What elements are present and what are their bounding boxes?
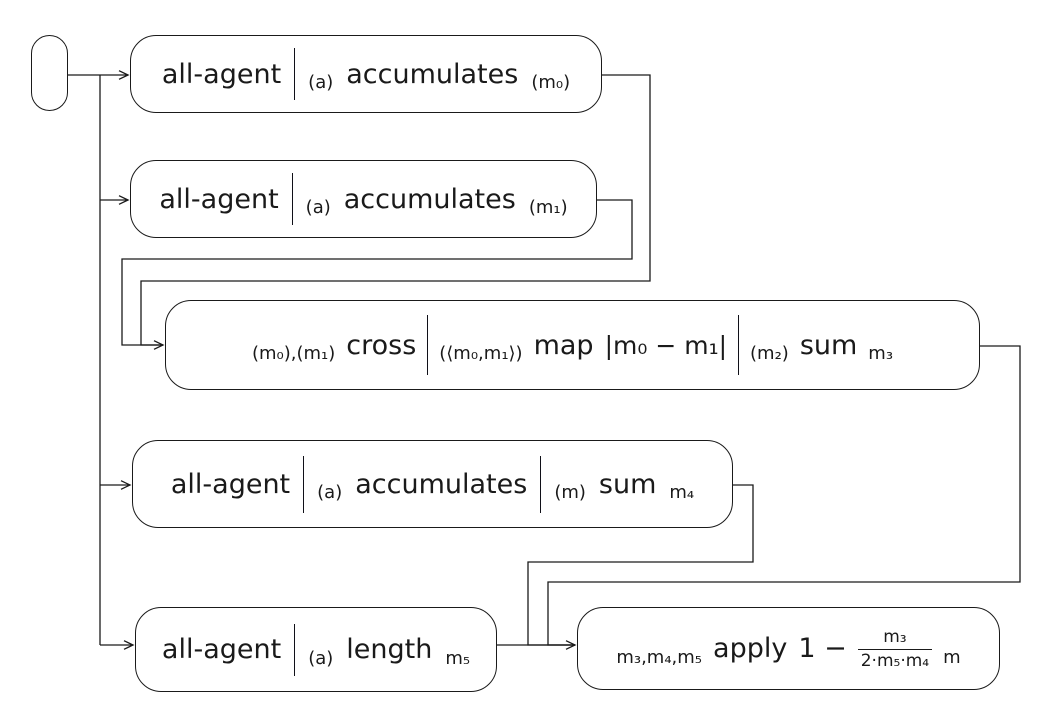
keyword-accumulates: accumulates bbox=[346, 58, 519, 90]
port-annotation: (a) bbox=[308, 647, 334, 669]
separator-bar bbox=[294, 48, 296, 100]
node-all-agent-accumulates-m1: all-agent (a) accumulates (m₁) bbox=[130, 160, 597, 238]
keyword-all-agent: all-agent bbox=[161, 634, 282, 665]
port-annotation: (m₁) bbox=[528, 197, 568, 218]
node-all-agent-length-m5: all-agent (a) length m₅ bbox=[135, 607, 497, 692]
separator-bar bbox=[427, 315, 429, 375]
keyword-map: map bbox=[533, 329, 594, 361]
separator-bar bbox=[303, 455, 305, 513]
edge-box5-to-box6 bbox=[497, 640, 577, 650]
keyword-all-agent: all-agent bbox=[161, 58, 282, 90]
keyword-accumulates: accumulates bbox=[355, 468, 528, 500]
keyword-sum: sum bbox=[598, 468, 657, 500]
port-annotation: m bbox=[943, 646, 961, 668]
port-annotation: (m₂) bbox=[750, 343, 789, 364]
formula-fraction: m₃ 2·m₅·m₄ bbox=[857, 627, 933, 672]
separator-bar bbox=[291, 173, 293, 225]
fraction-numerator: m₃ bbox=[883, 627, 907, 648]
edge-start-to-box2 bbox=[100, 195, 130, 205]
port-annotation: (m) bbox=[554, 482, 586, 503]
separator-bar bbox=[540, 455, 542, 513]
keyword-apply: apply bbox=[713, 633, 788, 664]
port-annotation: (⟨m₀,m₁⟩) bbox=[439, 343, 523, 364]
port-annotation: (m₀),(m₁) bbox=[251, 343, 336, 364]
start-node bbox=[31, 35, 68, 111]
keyword-length: length bbox=[346, 634, 433, 665]
port-annotation: (a) bbox=[305, 197, 331, 218]
edge-box2-to-box3 bbox=[121, 199, 633, 350]
keyword-sum: sum bbox=[799, 329, 858, 361]
keyword-all-agent: all-agent bbox=[170, 468, 291, 500]
port-annotation: m₃ bbox=[868, 343, 894, 364]
keyword-all-agent: all-agent bbox=[159, 183, 279, 215]
formula-prefix: 1 − bbox=[798, 633, 847, 664]
keyword-cross: cross bbox=[346, 329, 417, 361]
keyword-accumulates: accumulates bbox=[343, 183, 516, 215]
port-annotation: (a) bbox=[308, 72, 334, 93]
node-all-agent-accumulates-m0: all-agent (a) accumulates (m₀) bbox=[130, 35, 602, 113]
map-expression: |m₀ − m₁| bbox=[604, 330, 728, 360]
port-annotation: m₅ bbox=[445, 647, 471, 669]
node-cross-map-sum-m3: (m₀),(m₁) cross (⟨m₀,m₁⟩) map |m₀ − m₁| … bbox=[165, 300, 980, 390]
edge-start-to-box4 bbox=[100, 480, 132, 490]
node-apply-formula: m₃,m₄,m₅ apply 1 − m₃ 2·m₅·m₄ m bbox=[577, 607, 1000, 690]
separator-bar bbox=[738, 315, 740, 375]
node-all-agent-accumulates-sum-m4: all-agent (a) accumulates (m) sum m₄ bbox=[132, 440, 733, 528]
edge-start-to-box5 bbox=[100, 640, 135, 650]
edge-start-to-box1 bbox=[68, 70, 130, 80]
port-annotation: (a) bbox=[317, 482, 343, 503]
separator-bar bbox=[294, 623, 296, 676]
fraction-denominator: 2·m₅·m₄ bbox=[857, 648, 933, 672]
port-annotation: m₄ bbox=[669, 482, 695, 503]
port-annotation: m₃,m₄,m₅ bbox=[616, 646, 703, 668]
port-annotation: (m₀) bbox=[531, 72, 571, 93]
